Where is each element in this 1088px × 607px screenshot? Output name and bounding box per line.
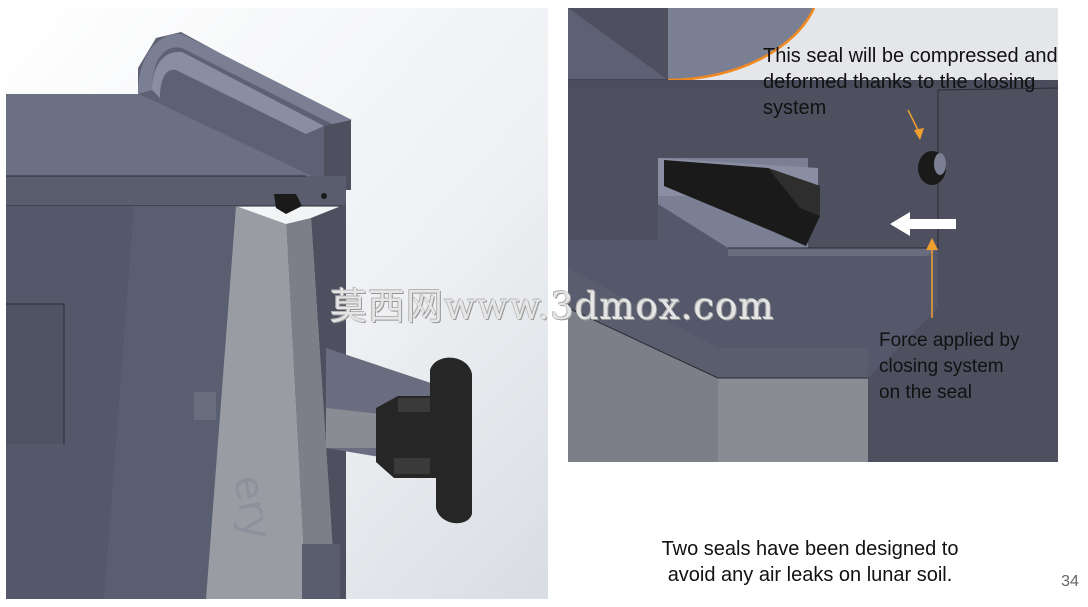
seal-callout-line-1: This seal will be compressed and [763,45,1058,67]
seal-callout-line-2: deformed thanks to the closing [763,71,1036,93]
force-callout-line-2: closing system [879,356,1004,377]
pointer-arrow-icon [926,238,938,318]
cad-cross-section-left: ery [6,8,548,599]
left-cad-view: ery [6,8,548,599]
caption-line-2: avoid any air leaks on lunar soil. [667,564,953,586]
seal-callout: This seal will be compressed and deforme… [763,43,1058,121]
page-number: 34 [1061,573,1079,590]
seal-callout-line-3: system [763,97,827,119]
cad-cross-section-right [568,8,1058,462]
force-callout-line-3: on the seal [879,382,972,403]
caption-line-1: Two seals have been designed to [661,538,959,560]
force-callout: Force applied by closing system on the s… [879,328,1019,406]
force-callout-line-1: Force applied by [879,330,1020,351]
left-arrow-icon [890,212,956,236]
slide-caption: Two seals have been designed to avoid an… [600,536,1020,588]
pointer-arrow-icon [907,109,924,140]
svg-text:ery: ery [224,472,281,544]
right-cad-view [568,8,1058,462]
